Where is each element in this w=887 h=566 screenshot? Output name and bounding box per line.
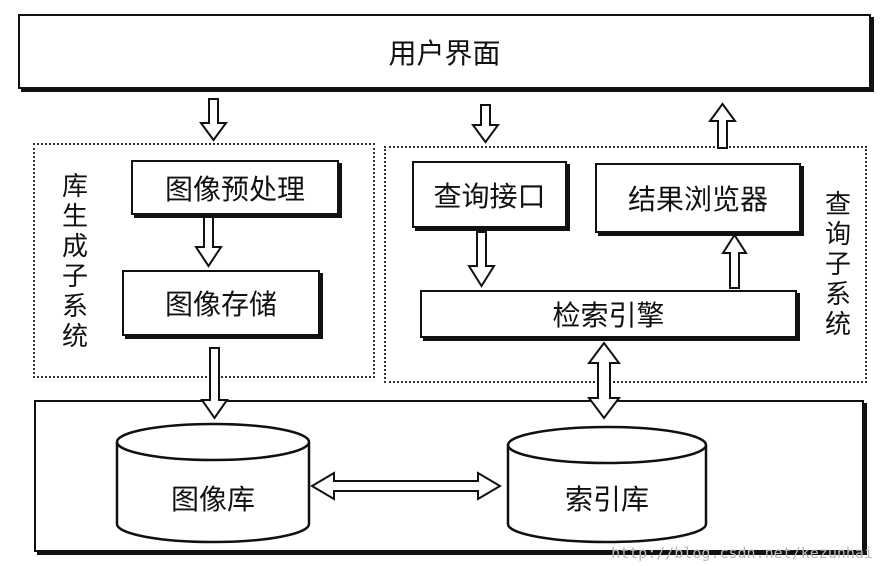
watermark-text: http://blog.csdn.net/kezunhai — [611, 544, 873, 562]
query-subsystem-frame — [384, 146, 867, 383]
result-browser-box: 结果浏览器 — [595, 163, 801, 233]
image-db-label: 图像库 — [170, 483, 255, 516]
user-interface-label: 用户界面 — [388, 36, 501, 70]
user-interface-box: 用户界面 — [18, 14, 871, 89]
image-preprocess-label: 图像预处理 — [164, 172, 305, 206]
arrow-ui-to-preprocess — [199, 98, 228, 142]
arrow-result-browser-to-ui — [708, 102, 737, 149]
index-db-label: 索引库 — [564, 483, 649, 516]
query-subsystem-label: 查询子系统 — [824, 190, 851, 340]
arrow-image-index-bidirectional — [310, 471, 502, 501]
search-engine-box: 检索引擎 — [420, 290, 797, 338]
image-preprocess-box: 图像预处理 — [131, 160, 339, 215]
result-browser-label: 结果浏览器 — [627, 183, 768, 216]
image-storage-label: 图像存储 — [164, 288, 277, 321]
query-interface-box: 查询接口 — [412, 161, 567, 228]
arrow-preprocess-to-storage — [194, 216, 223, 268]
query-interface-label: 查询接口 — [433, 179, 546, 213]
library-subsystem-frame — [33, 143, 375, 378]
image-storage-box: 图像存储 — [122, 270, 320, 336]
search-engine-label: 检索引擎 — [552, 299, 665, 332]
arrow-engine-to-result — [721, 233, 748, 289]
arrow-ui-to-query-interface — [471, 104, 500, 144]
arrow-query-to-engine — [467, 231, 496, 288]
arrow-storage-to-image-db — [200, 347, 229, 420]
image-db-cylinder — [115, 422, 311, 544]
library-subsystem-label: 库生成子系统 — [61, 172, 88, 352]
index-db-cylinder — [506, 425, 708, 544]
arrow-engine-index-bidirectional — [587, 341, 621, 420]
